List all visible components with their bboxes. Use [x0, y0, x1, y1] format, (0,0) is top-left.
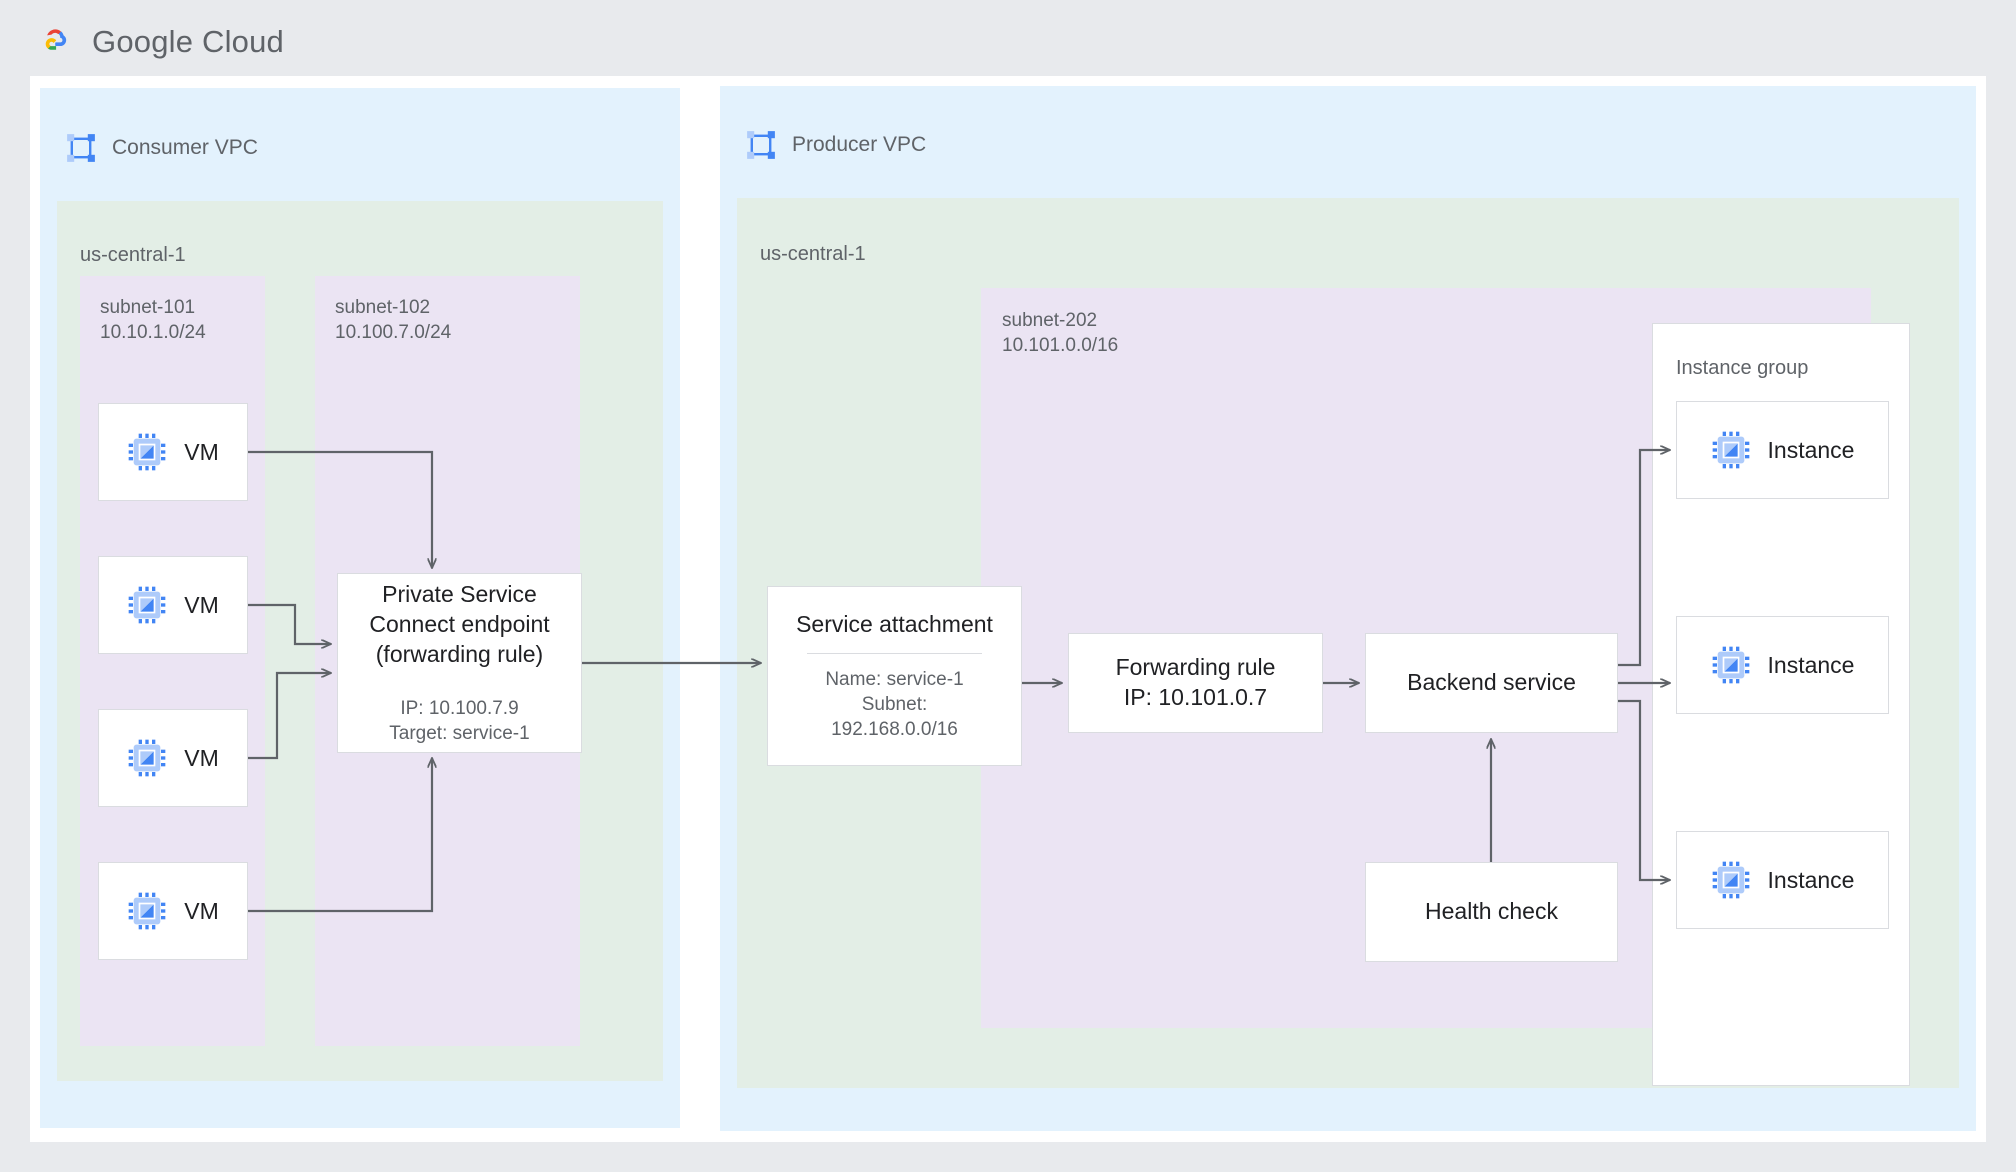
vm-icon — [1712, 861, 1749, 899]
backend-service-title: Backend service — [1407, 669, 1576, 696]
vm-label-3: VM — [184, 744, 219, 771]
vm-node-1[interactable]: VM — [98, 403, 248, 501]
subnet-102-cidr: 10.100.7.0/24 — [335, 322, 452, 344]
forwarding-rule-title: Forwarding rule — [1115, 654, 1276, 681]
vm-node-2[interactable]: VM — [98, 556, 248, 654]
vm-icon — [128, 892, 166, 930]
service-attachment-title: Service attachment — [796, 610, 993, 637]
subnet-102-name: subnet-102 — [335, 297, 431, 318]
subnet-101-name: subnet-101 — [100, 297, 196, 318]
vm-icon — [128, 433, 166, 471]
vm-label-2: VM — [184, 591, 219, 618]
forwarding-rule-ip: IP: 10.101.0.7 — [1123, 684, 1268, 710]
brand-header: Google Cloud — [30, 22, 284, 62]
instance-label-1: Instance — [1767, 436, 1855, 463]
health-check-title: Health check — [1425, 898, 1558, 925]
vm-icon — [128, 586, 166, 624]
vm-icon — [1712, 431, 1749, 469]
vm-icon — [1712, 646, 1749, 684]
vpc-icon — [67, 134, 95, 162]
diagram-canvas: Consumer VPC us-central-1 subnet-101 10.… — [30, 76, 1986, 1142]
consumer-vpc-header: Consumer VPC — [64, 131, 258, 165]
google-cloud-logo-icon — [45, 29, 67, 50]
instance-node-1[interactable]: Instance — [1676, 401, 1889, 499]
instance-node-3[interactable]: Instance — [1676, 831, 1889, 929]
service-attachment-divider — [806, 652, 983, 654]
psc-endpoint-node[interactable]: Private Service Connect endpoint (forwar… — [337, 573, 582, 753]
subnet-202-name: subnet-202 — [1002, 310, 1098, 331]
subnet-101-cidr: 10.10.1.0/24 — [100, 322, 206, 344]
forwarding-rule-node[interactable]: Forwarding rule IP: 10.101.0.7 — [1068, 633, 1323, 733]
instance-node-2[interactable]: Instance — [1676, 616, 1889, 714]
vm-node-4[interactable]: VM — [98, 862, 248, 960]
service-attachment-subnet-cidr: 192.168.0.0/16 — [831, 718, 958, 740]
instance-label-2: Instance — [1767, 651, 1855, 678]
producer-region-label: us-central-1 — [760, 243, 866, 265]
vm-label-1: VM — [184, 438, 219, 465]
instance-group-label: Instance group — [1676, 357, 1809, 379]
psc-endpoint-ip: IP: 10.100.7.9 — [400, 697, 519, 719]
psc-endpoint-title: Private Service Connect endpoint (forwar… — [369, 581, 550, 667]
vm-node-3[interactable]: VM — [98, 709, 248, 807]
consumer-region-label: us-central-1 — [80, 244, 186, 266]
service-attachment-name: Name: service-1 — [825, 668, 964, 690]
subnet-202-label: subnet-202 10.101.0.0/16 — [1002, 308, 1118, 358]
subnet-101-label: subnet-101 10.10.1.0/24 — [100, 295, 206, 345]
consumer-vpc-title: Consumer VPC — [112, 136, 258, 159]
vpc-icon — [747, 131, 775, 159]
health-check-node[interactable]: Health check — [1365, 862, 1618, 962]
backend-service-node[interactable]: Backend service — [1365, 633, 1618, 733]
producer-vpc-title: Producer VPC — [792, 133, 927, 156]
service-attachment-subnet-label: Subnet: — [861, 693, 928, 715]
vm-icon — [128, 739, 166, 777]
psc-endpoint-target: Target: service-1 — [389, 722, 530, 744]
subnet-202-cidr: 10.101.0.0/16 — [1002, 335, 1119, 357]
subnet-102-label: subnet-102 10.100.7.0/24 — [335, 295, 451, 345]
vm-label-4: VM — [184, 897, 219, 924]
instance-label-3: Instance — [1767, 866, 1855, 893]
producer-vpc-header: Producer VPC — [744, 128, 926, 162]
brand-name: Google Cloud — [92, 24, 284, 59]
service-attachment-node[interactable]: Service attachment Name: service-1 Subne… — [767, 586, 1022, 766]
